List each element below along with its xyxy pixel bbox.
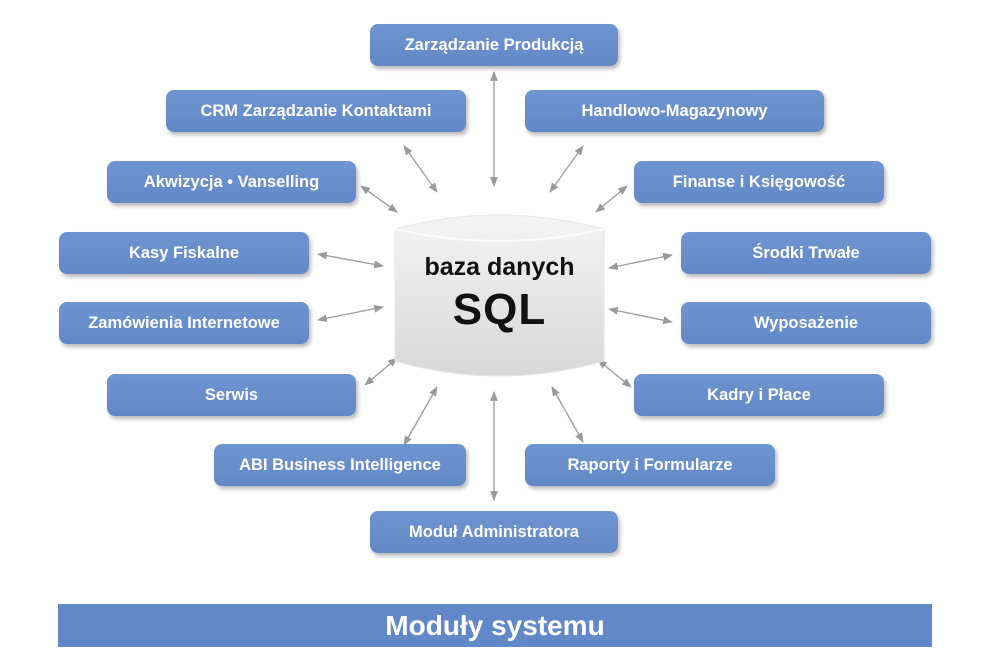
footer-banner: Moduły systemu	[58, 604, 932, 647]
arrow-kasy	[317, 251, 384, 269]
module-crm: CRM Zarządzanie Kontaktami	[166, 90, 466, 132]
module-abi-business-intelligence: ABI Business Intelligence	[214, 444, 466, 486]
module-kasy-fiskalne: Kasy Fiskalne	[59, 232, 309, 274]
arrow-serwis	[364, 357, 398, 386]
arrow-finanse	[595, 185, 628, 213]
arrow-raporty	[551, 386, 584, 443]
arrow-akwizycja	[360, 185, 398, 213]
database-label: baza danych	[424, 253, 575, 281]
sql-database-cylinder: baza danych SQL	[393, 209, 606, 383]
footer-title: Moduły systemu	[385, 609, 605, 641]
module-zarzadzanie-produkcja: Zarządzanie Produkcją	[370, 24, 618, 66]
module-srodki-trwale: Środki Trwałe	[681, 232, 931, 274]
module-raporty-formularze: Raporty i Formularze	[525, 444, 775, 486]
arrow-srodki	[608, 252, 673, 271]
arrow-handlowo	[549, 145, 584, 193]
module-finanse-ksiegowosc: Finanse i Księgowość	[634, 161, 884, 203]
module-wyposazenie: Wyposażenie	[681, 302, 931, 344]
arrow-crm	[403, 145, 438, 193]
module-administratora: Moduł Administratora	[370, 511, 618, 553]
module-akwizycja-vanselling: Akwizycja • Vanselling	[107, 161, 356, 203]
module-zamowienia-internetowe: Zamówienia Internetowe	[59, 302, 309, 344]
arrow-zamowienia	[317, 304, 384, 323]
module-handlowo-magazynowy: Handlowo-Magazynowy	[525, 90, 824, 132]
arrow-wyposazenie	[608, 306, 673, 325]
database-type-label: SQL	[452, 285, 547, 334]
arrow-kadry	[597, 359, 632, 388]
module-serwis: Serwis	[107, 374, 356, 416]
module-kadry-place: Kadry i Płace	[634, 374, 884, 416]
database-icon	[394, 214, 605, 377]
arrow-abi	[403, 386, 438, 446]
